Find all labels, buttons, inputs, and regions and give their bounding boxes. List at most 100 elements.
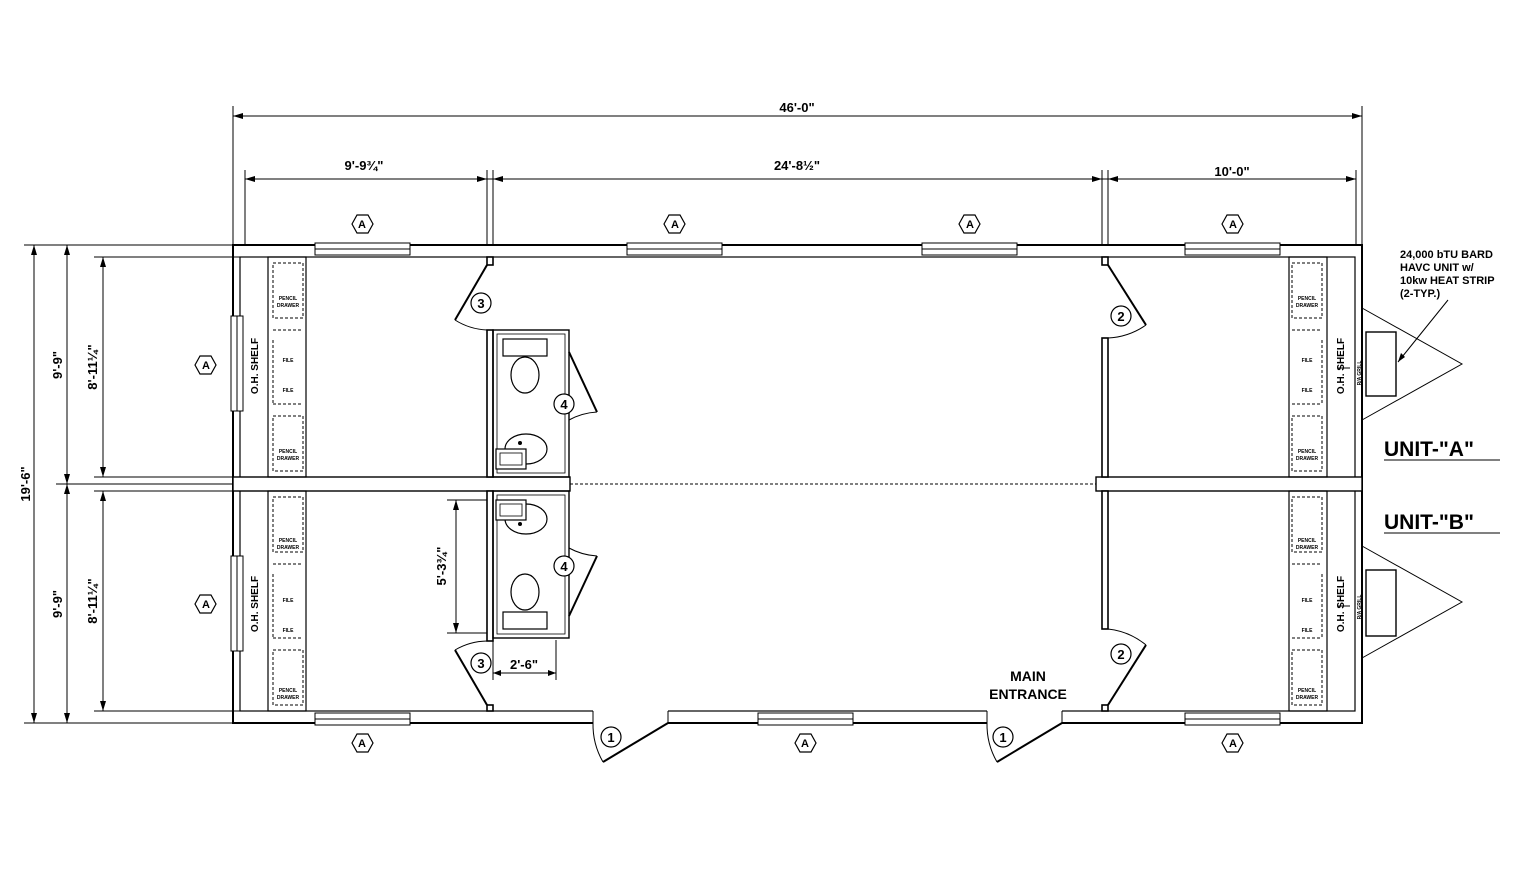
- svg-text:FILE: FILE: [283, 388, 294, 394]
- svg-text:3: 3: [477, 656, 484, 671]
- svg-text:2: 2: [1117, 309, 1124, 324]
- door-tag-2: 2: [1110, 643, 1132, 665]
- svg-text:HAVC UNIT w/: HAVC UNIT w/: [1400, 262, 1474, 274]
- grab-bar-icon: [495, 499, 527, 521]
- left-desk-unit-a: PENCIL DRAWER FILE FILE PENCIL DRAWER O.…: [250, 256, 307, 478]
- dim-overall-width: 19'-6": [18, 466, 33, 501]
- svg-text:A: A: [1229, 219, 1237, 231]
- dim-overall-length: 46'-0": [779, 100, 814, 115]
- dim-seg-middle: 24'-8½": [774, 158, 820, 173]
- left-desk-unit-b: PENCIL DRAWER FILE FILE PENCIL DRAWER O.…: [250, 490, 307, 712]
- svg-text:(2-TYP.): (2-TYP.): [1400, 288, 1440, 300]
- svg-text:1: 1: [607, 730, 614, 745]
- svg-text:PENCIL: PENCIL: [279, 296, 297, 302]
- door-tag-1: 1: [600, 726, 622, 748]
- toilet-bowl-icon: [510, 356, 540, 394]
- door-tag-1: 1: [992, 726, 1014, 748]
- svg-text:2: 2: [1117, 647, 1124, 662]
- svg-text:4: 4: [560, 397, 568, 412]
- svg-text:24,000 bTU BARD: 24,000 bTU BARD: [1400, 249, 1493, 261]
- unit-b-label: UNIT-"B": [1384, 511, 1474, 534]
- toilet-bowl-icon: [510, 573, 540, 611]
- svg-text:DRAWER: DRAWER: [1296, 456, 1319, 462]
- windows: [230, 242, 1281, 726]
- svg-text:A: A: [358, 219, 366, 231]
- svg-text:DRAWER: DRAWER: [277, 303, 300, 309]
- svg-text:A: A: [202, 599, 210, 611]
- dim-unit-width-bottom: 9'-9": [50, 590, 65, 618]
- restroom-unit-a: [492, 329, 598, 478]
- svg-text:10kw HEAT STRIP: 10kw HEAT STRIP: [1400, 275, 1495, 287]
- door-tag-3: 3: [470, 292, 492, 314]
- unit-labels: UNIT-"A" UNIT-"B": [1384, 438, 1500, 534]
- hvac-note: 24,000 bTU BARD HAVC UNIT w/ 10kw HEAT S…: [1397, 249, 1495, 363]
- interior-partitions: [486, 256, 1109, 712]
- dim-interior-width-bottom: 8'-11¼": [85, 578, 100, 623]
- window-tag: A: [1221, 733, 1244, 753]
- window-tags: A A A A A A A A A: [194, 214, 1244, 753]
- svg-text:4: 4: [560, 559, 568, 574]
- svg-text:DRAWER: DRAWER: [1296, 695, 1319, 701]
- svg-text:FILE: FILE: [283, 598, 294, 604]
- oh-shelf-label: O.H. SHELF: [1336, 338, 1347, 394]
- svg-text:PENCIL: PENCIL: [279, 538, 297, 544]
- toilet-tank-icon: [502, 338, 548, 357]
- svg-text:ENTRANCE: ENTRANCE: [989, 686, 1067, 702]
- dim-restroom-depth: 5'-3¾": [434, 547, 449, 586]
- svg-text:PENCIL: PENCIL: [1298, 538, 1316, 544]
- exterior-walls: [232, 244, 1363, 724]
- svg-text:DRAWER: DRAWER: [1296, 303, 1319, 309]
- door-tag-2: 2: [1110, 305, 1132, 327]
- door-tag-3: 3: [470, 652, 492, 674]
- svg-text:DRAWER: DRAWER: [277, 456, 300, 462]
- window-tag: A: [794, 733, 817, 753]
- svg-text:A: A: [358, 738, 366, 750]
- right-desk-unit-a: PENCIL DRAWER FILE FILE PENCIL DRAWER O.…: [1288, 256, 1363, 478]
- door-tag-4: 4: [553, 393, 575, 415]
- hvac-unit-a: [1361, 307, 1464, 421]
- window-tag: A: [663, 214, 686, 234]
- svg-text:PENCIL: PENCIL: [279, 449, 297, 455]
- svg-text:3: 3: [477, 296, 484, 311]
- svg-text:MAIN: MAIN: [1010, 668, 1046, 684]
- toilet-tank-icon: [502, 611, 548, 630]
- window-tag: A: [958, 214, 981, 234]
- svg-text:PENCIL: PENCIL: [1298, 688, 1316, 694]
- svg-text:FILE: FILE: [1302, 598, 1313, 604]
- svg-text:A: A: [202, 360, 210, 372]
- svg-text:DRAWER: DRAWER: [277, 695, 300, 701]
- ra-grill-label: R/A GRILL: [1357, 361, 1363, 386]
- svg-text:PENCIL: PENCIL: [279, 688, 297, 694]
- right-desk-unit-b: PENCIL DRAWER FILE FILE PENCIL DRAWER O.…: [1288, 490, 1363, 712]
- svg-text:FILE: FILE: [283, 358, 294, 364]
- hvac-unit-b: [1361, 545, 1464, 659]
- door-swings: [454, 264, 1147, 763]
- svg-text:A: A: [801, 738, 809, 750]
- svg-text:FILE: FILE: [1302, 358, 1313, 364]
- unit-a-label: UNIT-"A": [1384, 438, 1474, 461]
- svg-text:DRAWER: DRAWER: [1296, 545, 1319, 551]
- dim-restroom-width: 2'-6": [510, 657, 538, 672]
- oh-shelf-label: O.H. SHELF: [250, 576, 261, 632]
- restroom-unit-b: [492, 490, 598, 639]
- svg-text:A: A: [966, 219, 974, 231]
- svg-text:1: 1: [999, 730, 1006, 745]
- dim-seg-right: 10'-0": [1214, 164, 1249, 179]
- svg-text:DRAWER: DRAWER: [277, 545, 300, 551]
- window-tag: A: [194, 594, 217, 614]
- svg-text:A: A: [671, 219, 679, 231]
- grab-bar-icon: [495, 448, 527, 470]
- window-tag: A: [351, 214, 374, 234]
- dim-unit-width-top: 9'-9": [50, 351, 65, 379]
- window-tag: A: [351, 733, 374, 753]
- svg-text:PENCIL: PENCIL: [1298, 449, 1316, 455]
- main-entrance-label: MAIN ENTRANCE: [989, 668, 1067, 702]
- window-tag: A: [194, 355, 217, 375]
- door-tag-4: 4: [553, 555, 575, 577]
- dimension-lines: 46'-0" 9'-9¾" 24'-8½" 10'-0" 19'-6" 9'-9…: [18, 100, 1363, 724]
- oh-shelf-label: O.H. SHELF: [1336, 576, 1347, 632]
- svg-text:FILE: FILE: [283, 628, 294, 634]
- oh-shelf-label: O.H. SHELF: [250, 338, 261, 394]
- ra-grill-label: R/A GRILL: [1357, 595, 1363, 620]
